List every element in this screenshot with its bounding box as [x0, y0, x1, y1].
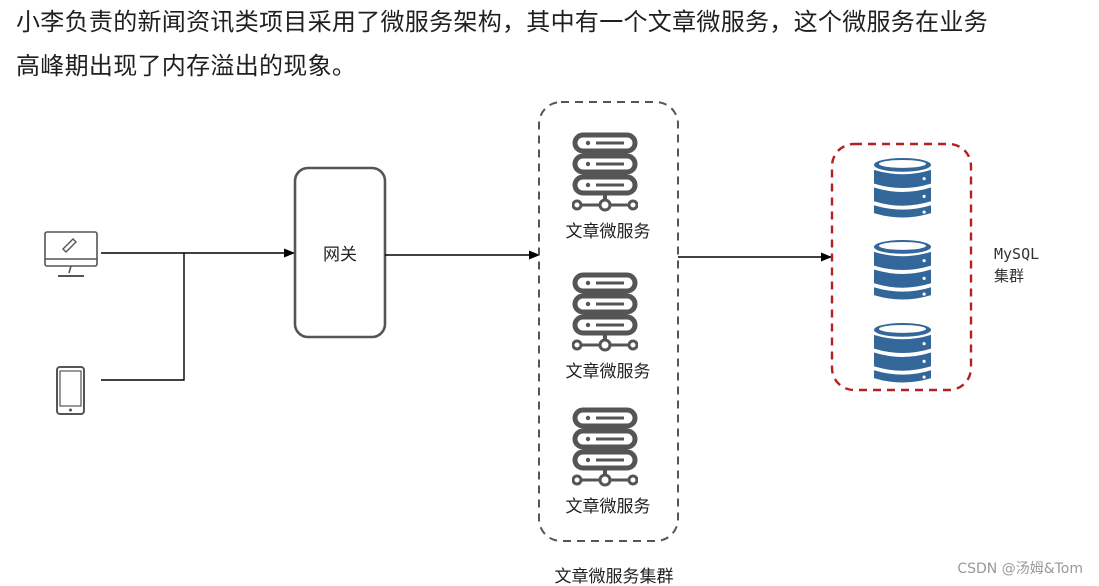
server-icon	[573, 135, 637, 210]
server-icon	[573, 410, 637, 485]
gateway-label: 网关	[323, 245, 357, 265]
database-icon	[873, 158, 932, 218]
mobile-to-gateway-edge	[101, 253, 185, 381]
desktop-icon	[44, 231, 98, 277]
service-cluster-label: 文章微服务集群	[555, 567, 674, 586]
mysql-cluster	[830, 142, 973, 392]
service-cluster: 文章微服务 文章微服务 文章微服务 文章微服务集群	[538, 101, 679, 586]
client-edges	[101, 248, 296, 381]
database-icon	[873, 323, 932, 383]
mobile-phone-icon	[56, 366, 85, 415]
server-icon	[573, 275, 637, 350]
mysql-label-line-2: 集群	[994, 267, 1024, 285]
service-label-3: 文章微服务	[566, 497, 651, 517]
mysql-label-line-1: MySQL	[994, 245, 1039, 263]
service-node-2: 文章微服务	[566, 275, 651, 382]
service-node-3: 文章微服务	[566, 410, 651, 517]
intro-text: 小李负责的新闻资讯类项目采用了微服务架构，其中有一个文章微服务，这个微服务在业务…	[16, 0, 1091, 88]
service-label-2: 文章微服务	[566, 362, 651, 382]
watermark: CSDN @汤姆&Tom	[957, 561, 1083, 577]
service-label-1: 文章微服务	[566, 222, 651, 242]
database-icon	[873, 240, 932, 300]
service-node-1: 文章微服务	[566, 135, 651, 242]
intro-line-2: 高峰期出现了内存溢出的现象。	[16, 52, 357, 80]
gateway-node: 网关	[293, 166, 387, 339]
intro-line-1: 小李负责的新闻资讯类项目采用了微服务架构，其中有一个文章微服务，这个微服务在业务	[16, 8, 988, 36]
